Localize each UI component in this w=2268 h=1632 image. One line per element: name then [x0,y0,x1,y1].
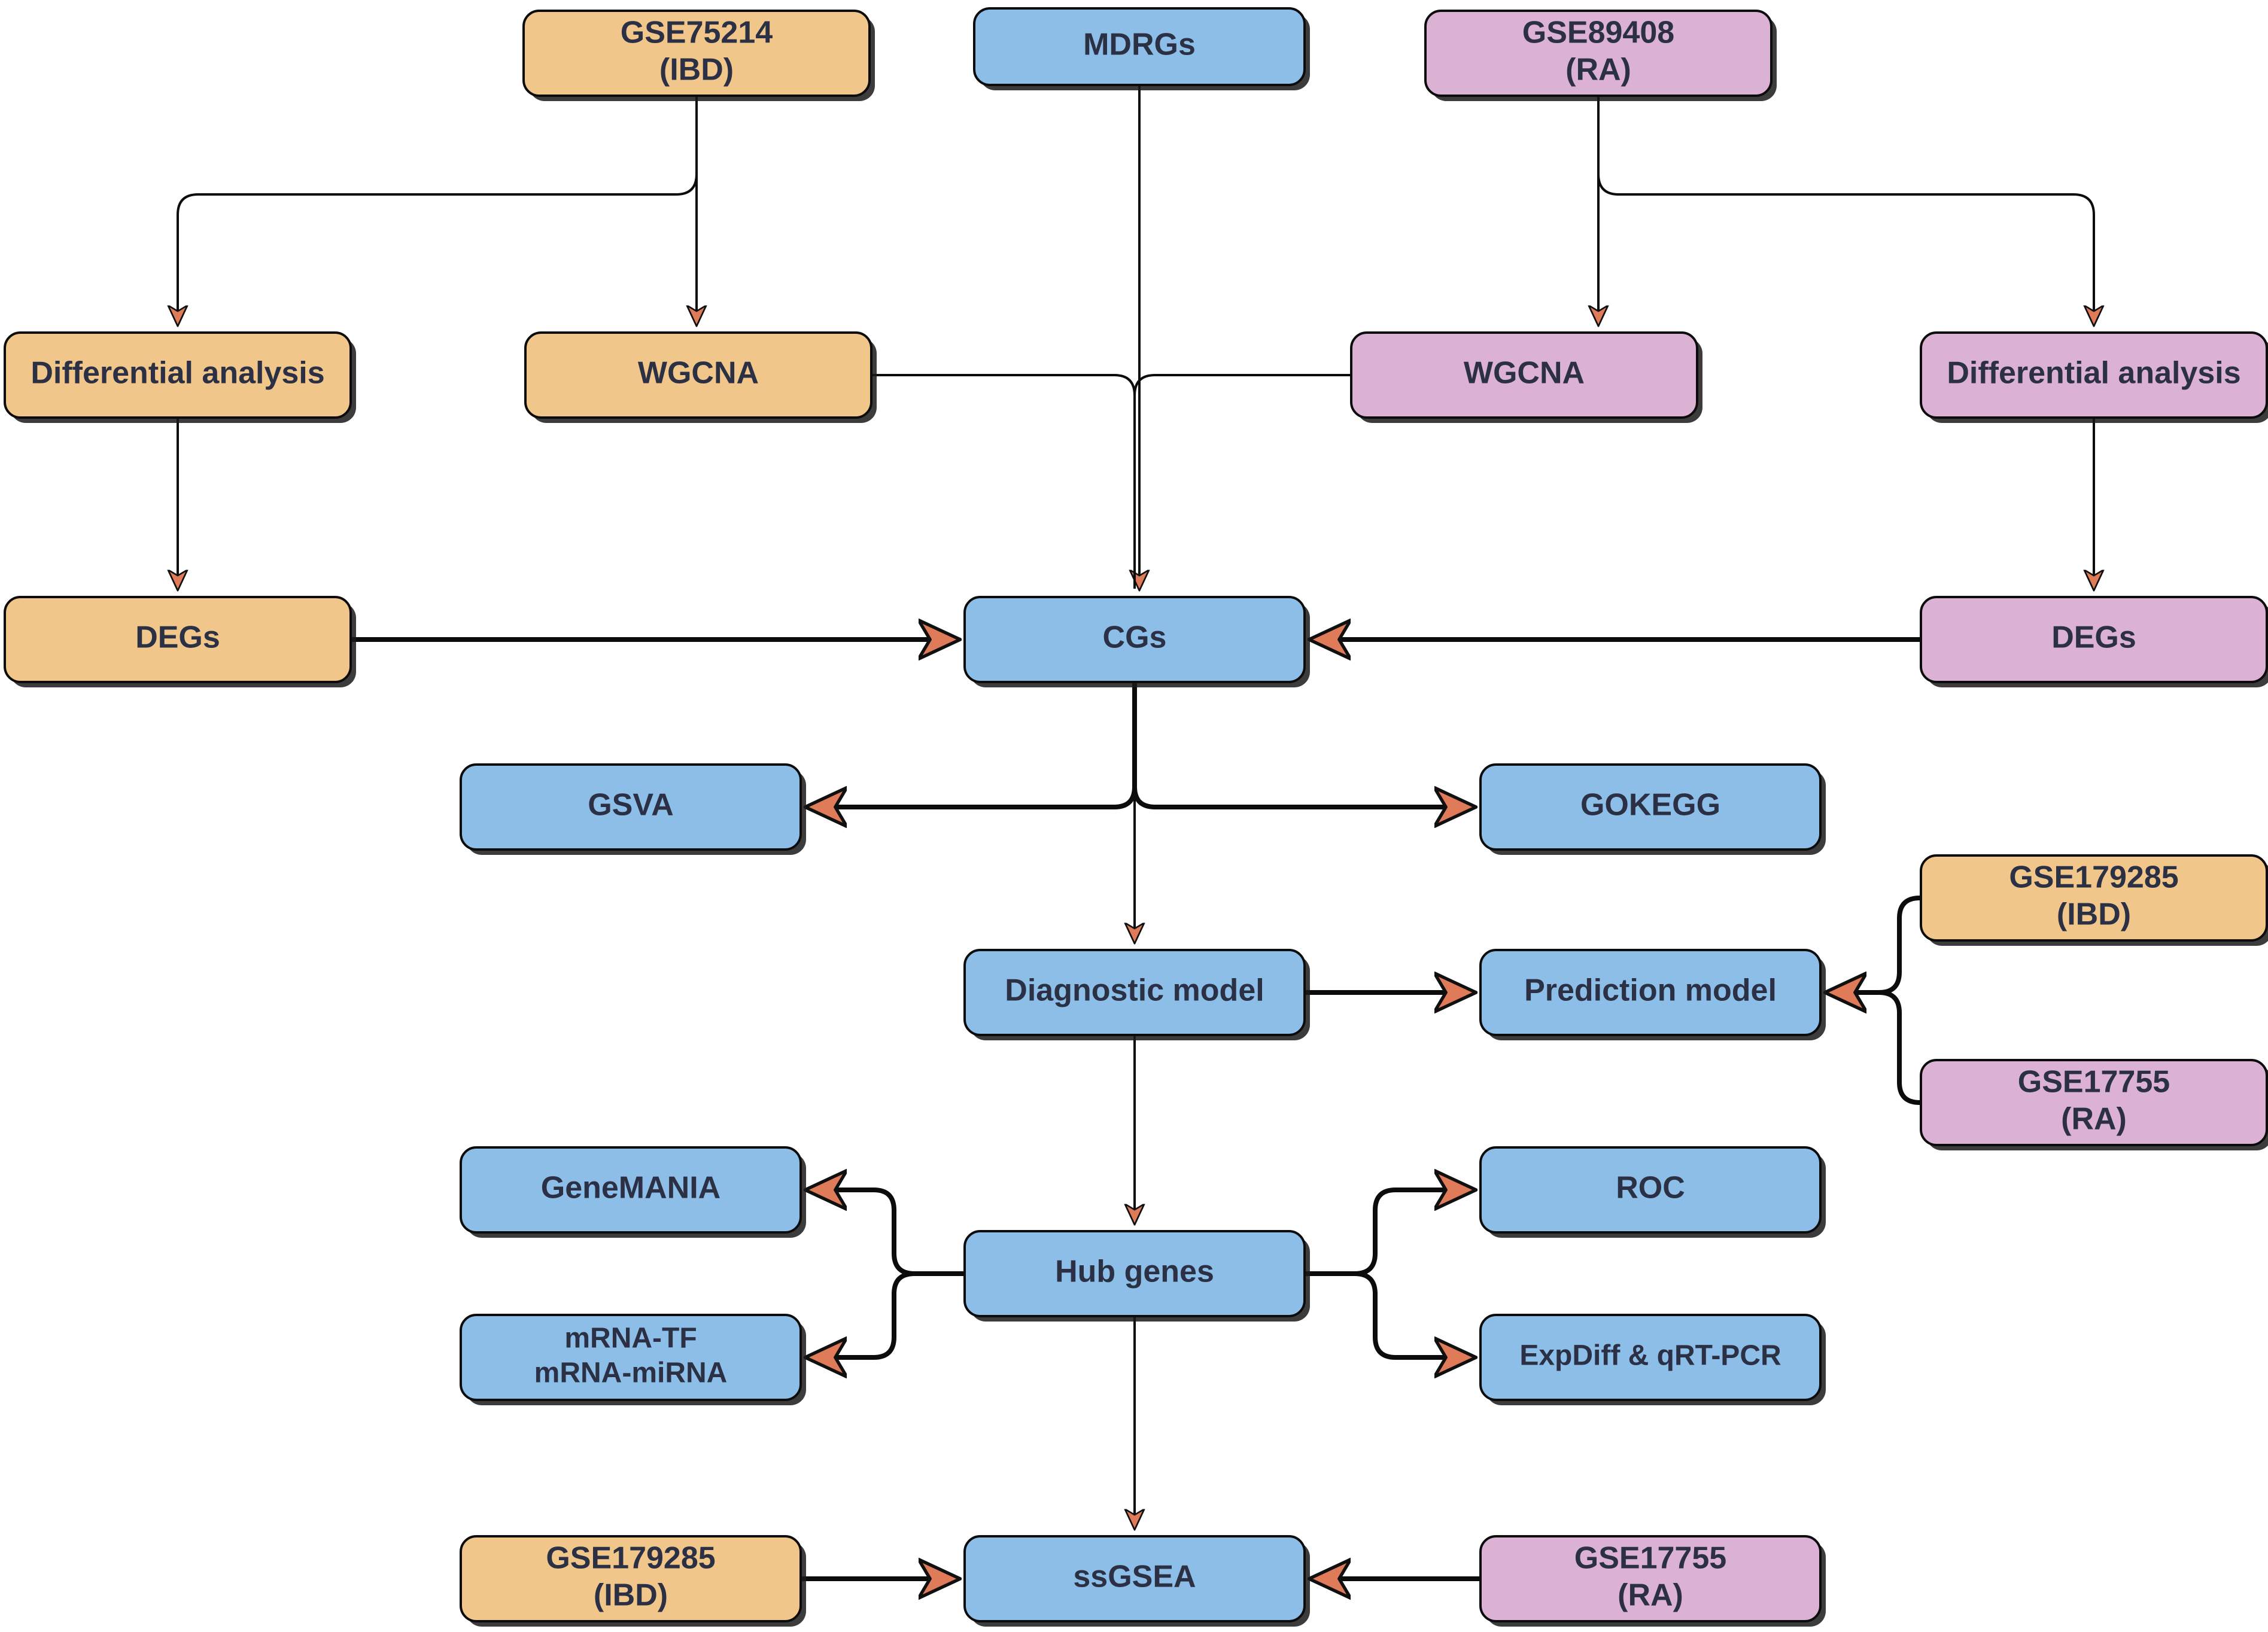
node-body[interactable] [522,10,871,97]
node-body[interactable] [524,331,872,419]
edge-hub_genes-to-roc [1305,1190,1472,1276]
edge-hub_genes-to-genemania [809,1190,965,1276]
node-body[interactable] [460,763,802,851]
node-body[interactable] [963,596,1306,683]
node-label: GSVA [588,788,674,823]
node-body[interactable] [1479,1535,1822,1622]
node-label: MDRGs [1083,28,1196,62]
node-label: (IBD) [594,1578,668,1613]
node-label: (IBD) [2057,897,2131,932]
node-body[interactable] [460,1535,802,1622]
node-body[interactable] [973,7,1306,86]
node-label: mRNA-TF [564,1323,697,1354]
node-body[interactable] [460,1146,802,1234]
node-label: Diagnostic model [1005,973,1264,1008]
node-label: CGs [1103,620,1167,655]
edge-wgcna_ibd-to-cgs [871,374,1136,589]
node-hub_genes[interactable]: Hub genes [963,1230,1310,1322]
node-expdiff[interactable]: ExpDiff & qRT-PCR [1479,1314,1826,1405]
node-degs_ra[interactable]: DEGs [1920,596,2268,687]
node-label: ssGSEA [1073,1560,1196,1594]
node-label: GSE179285 [2009,860,2178,895]
node-gse179285_ss[interactable]: GSE179285(IBD) [460,1535,806,1627]
edge-gse17755_pm-to-pred_model [1829,992,1921,1105]
node-body[interactable] [1479,1146,1822,1234]
node-genemania[interactable]: GeneMANIA [460,1146,806,1238]
node-label: DEGs [2051,620,2136,655]
node-wgcna_ra[interactable]: WGCNA [1350,331,1702,423]
node-label: GSE17755 [2018,1065,2170,1100]
node-label: (RA) [2061,1102,2127,1137]
edge-cgs-to-gsva [809,682,1137,807]
node-body[interactable] [1920,331,2268,419]
node-label: (RA) [1565,53,1631,87]
edge-gse75214-to-diff_ibd [178,96,698,324]
node-cgs[interactable]: CGs [963,596,1310,687]
node-gse17755_pm[interactable]: GSE17755(RA) [1920,1059,2268,1150]
node-label: GeneMANIA [541,1171,720,1205]
node-body[interactable] [4,331,352,419]
node-diff_ra[interactable]: Differential analysis [1920,331,2268,423]
node-label: ExpDiff & qRT-PCR [1519,1340,1781,1372]
node-label: GOKEGG [1580,788,1720,823]
node-label: Differential analysis [1947,356,2240,391]
node-body[interactable] [1920,854,2268,942]
edge-cgs-to-gokegg [1132,682,1472,807]
node-body[interactable] [1479,949,1822,1036]
node-label: (RA) [1618,1578,1683,1613]
node-label: WGCNA [1464,356,1585,391]
edge-gse179285_pm-to-pred_model [1829,896,1921,992]
node-wgcna_ibd[interactable]: WGCNA [524,331,877,423]
node-label: GSE89408 [1522,16,1674,50]
node-label: Differential analysis [31,356,324,391]
node-gse17755_ss[interactable]: GSE17755(RA) [1479,1535,1826,1627]
node-mdrgs[interactable]: MDRGs [973,7,1310,90]
node-label: GSE75214 [621,16,773,50]
node-roc[interactable]: ROC [1479,1146,1826,1238]
node-pred_model[interactable]: Prediction model [1479,949,1826,1040]
node-degs_ibd[interactable]: DEGs [4,596,356,687]
node-gse89408[interactable]: GSE89408(RA) [1424,10,1777,101]
node-body[interactable] [1920,1059,2268,1146]
node-body[interactable] [1350,331,1698,419]
node-body[interactable] [1424,10,1773,97]
edge-hub_genes-to-mrna_tf [809,1271,965,1357]
edge-wgcna_ra-to-cgs [1133,374,1351,589]
node-label: WGCNA [638,356,759,391]
node-gse179285_pm[interactable]: GSE179285(IBD) [1920,854,2268,946]
node-label: DEGs [135,620,220,655]
node-label: GSE179285 [546,1541,715,1576]
node-label: Prediction model [1524,973,1777,1008]
node-ssgsea[interactable]: ssGSEA [963,1535,1310,1627]
edge-gse89408-to-diff_ra [1597,96,2094,324]
node-body[interactable] [4,596,352,683]
node-body[interactable] [1479,763,1822,851]
node-body[interactable] [1479,1314,1822,1401]
node-body[interactable] [1920,596,2268,683]
node-gokegg[interactable]: GOKEGG [1479,763,1826,855]
node-body[interactable] [963,1535,1306,1622]
node-label: mRNA-miRNA [534,1357,728,1389]
node-diag_model[interactable]: Diagnostic model [963,949,1310,1040]
node-gse75214[interactable]: GSE75214(IBD) [522,10,875,101]
edge-hub_genes-to-expdiff [1305,1271,1472,1357]
node-body[interactable] [460,1314,802,1401]
node-label: Hub genes [1055,1255,1214,1289]
node-label: ROC [1616,1171,1685,1205]
node-label: GSE17755 [1574,1541,1726,1576]
node-gsva[interactable]: GSVA [460,763,806,855]
node-body[interactable] [963,1230,1306,1317]
node-diff_ibd[interactable]: Differential analysis [4,331,356,423]
node-label: (IBD) [659,53,734,87]
edges-layer [178,85,2094,1579]
node-body[interactable] [963,949,1306,1036]
